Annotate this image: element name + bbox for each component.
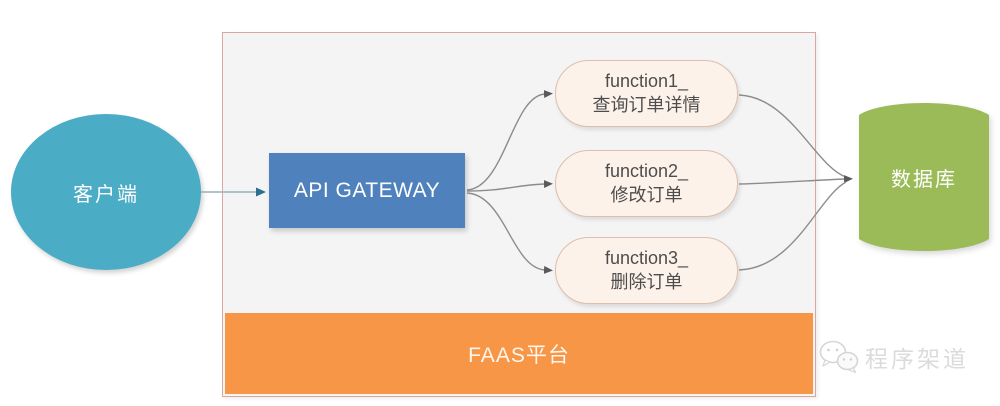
database-label: 数据库: [891, 168, 957, 191]
function3-name: function3_: [604, 248, 689, 269]
function3-desc: 删除订单: [610, 271, 683, 292]
client-node: 客户端: [11, 114, 201, 270]
faas-platform-label: FAAS平台: [468, 343, 570, 367]
watermark: 程序架道: [818, 337, 969, 377]
database-node: 数据库: [856, 97, 992, 257]
api-gateway-label: API GATEWAY: [293, 178, 441, 202]
function3-node: function3_ 删除订单: [555, 237, 738, 304]
function1-name: function1_: [604, 71, 689, 92]
api-gateway-node: API GATEWAY: [269, 153, 465, 228]
client-label: 客户端: [73, 183, 139, 206]
function2-node: function2_ 修改订单: [555, 150, 738, 217]
function2-desc: 修改订单: [610, 184, 683, 205]
database-cylinder-shape: [859, 103, 989, 251]
function2-name: function2_: [604, 161, 689, 182]
function1-node: function1_ 查询订单详情: [555, 60, 738, 127]
watermark-label: 程序架道: [865, 346, 969, 372]
faas-platform-bar: FAAS平台: [225, 313, 813, 394]
wechat-icon: [819, 340, 859, 374]
function1-desc: 查询订单详情: [592, 94, 701, 115]
